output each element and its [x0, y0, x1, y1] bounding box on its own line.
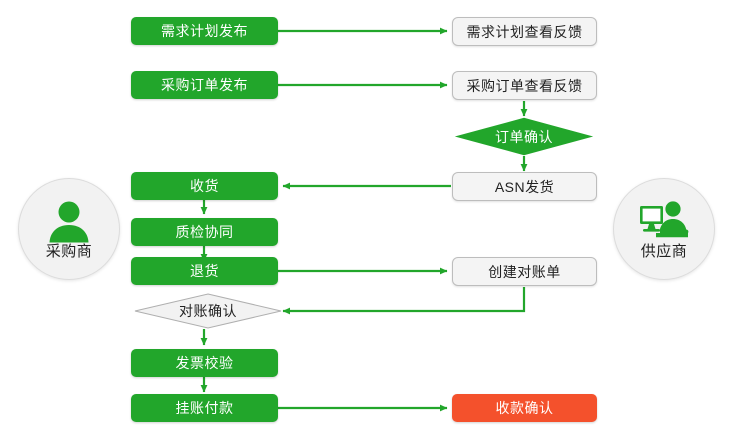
node-create-statement[interactable]: 创建对账单 [452, 257, 597, 286]
role-buyer-label: 采购商 [45, 243, 93, 260]
node-label: 采购订单查看反馈 [466, 77, 583, 94]
node-label: 退货 [190, 263, 219, 279]
diamond-shape [454, 117, 594, 156]
node-label: 订单确认 [495, 128, 553, 145]
node-quality-collab[interactable]: 质检协同 [131, 218, 278, 246]
node-label: ASN发货 [494, 178, 555, 195]
role-supplier-label: 供应商 [640, 243, 688, 260]
diamond-shape [134, 293, 282, 329]
person-icon [49, 201, 89, 243]
node-label: 收款确认 [495, 400, 554, 416]
person-at-computer-icon [640, 201, 689, 238]
node-invoice-verify[interactable]: 发票校验 [131, 349, 278, 377]
node-label: 对账确认 [179, 303, 237, 319]
node-label: 需求计划发布 [161, 23, 248, 39]
role-supplier[interactable]: 供应商 [613, 178, 715, 280]
node-asn-shipment[interactable]: ASN发货 [452, 172, 597, 201]
node-label: 发票校验 [175, 355, 234, 371]
node-po-feedback[interactable]: 采购订单查看反馈 [452, 71, 597, 100]
node-receive-goods[interactable]: 收货 [131, 172, 278, 200]
node-label: 采购订单发布 [161, 77, 248, 93]
node-label: 需求计划查看反馈 [466, 23, 583, 40]
role-buyer[interactable]: 采购商 [18, 178, 120, 280]
edge-statement-to-reconcile [282, 287, 526, 315]
node-po-publish[interactable]: 采购订单发布 [131, 71, 278, 99]
node-label: 收货 [190, 178, 219, 194]
node-demand-plan-feedback[interactable]: 需求计划查看反馈 [452, 17, 597, 46]
node-receipt-confirm[interactable]: 收款确认 [452, 394, 597, 422]
node-order-confirm[interactable]: 订单确认 [454, 117, 594, 156]
node-label: 挂账付款 [175, 400, 234, 416]
node-reconcile-confirm[interactable]: 对账确认 [134, 293, 282, 329]
node-label: 创建对账单 [488, 263, 561, 280]
node-payable-payment[interactable]: 挂账付款 [131, 394, 278, 422]
node-demand-plan-publish[interactable]: 需求计划发布 [131, 17, 278, 45]
node-label: 质检协同 [175, 224, 234, 240]
node-return-goods[interactable]: 退货 [131, 257, 278, 285]
